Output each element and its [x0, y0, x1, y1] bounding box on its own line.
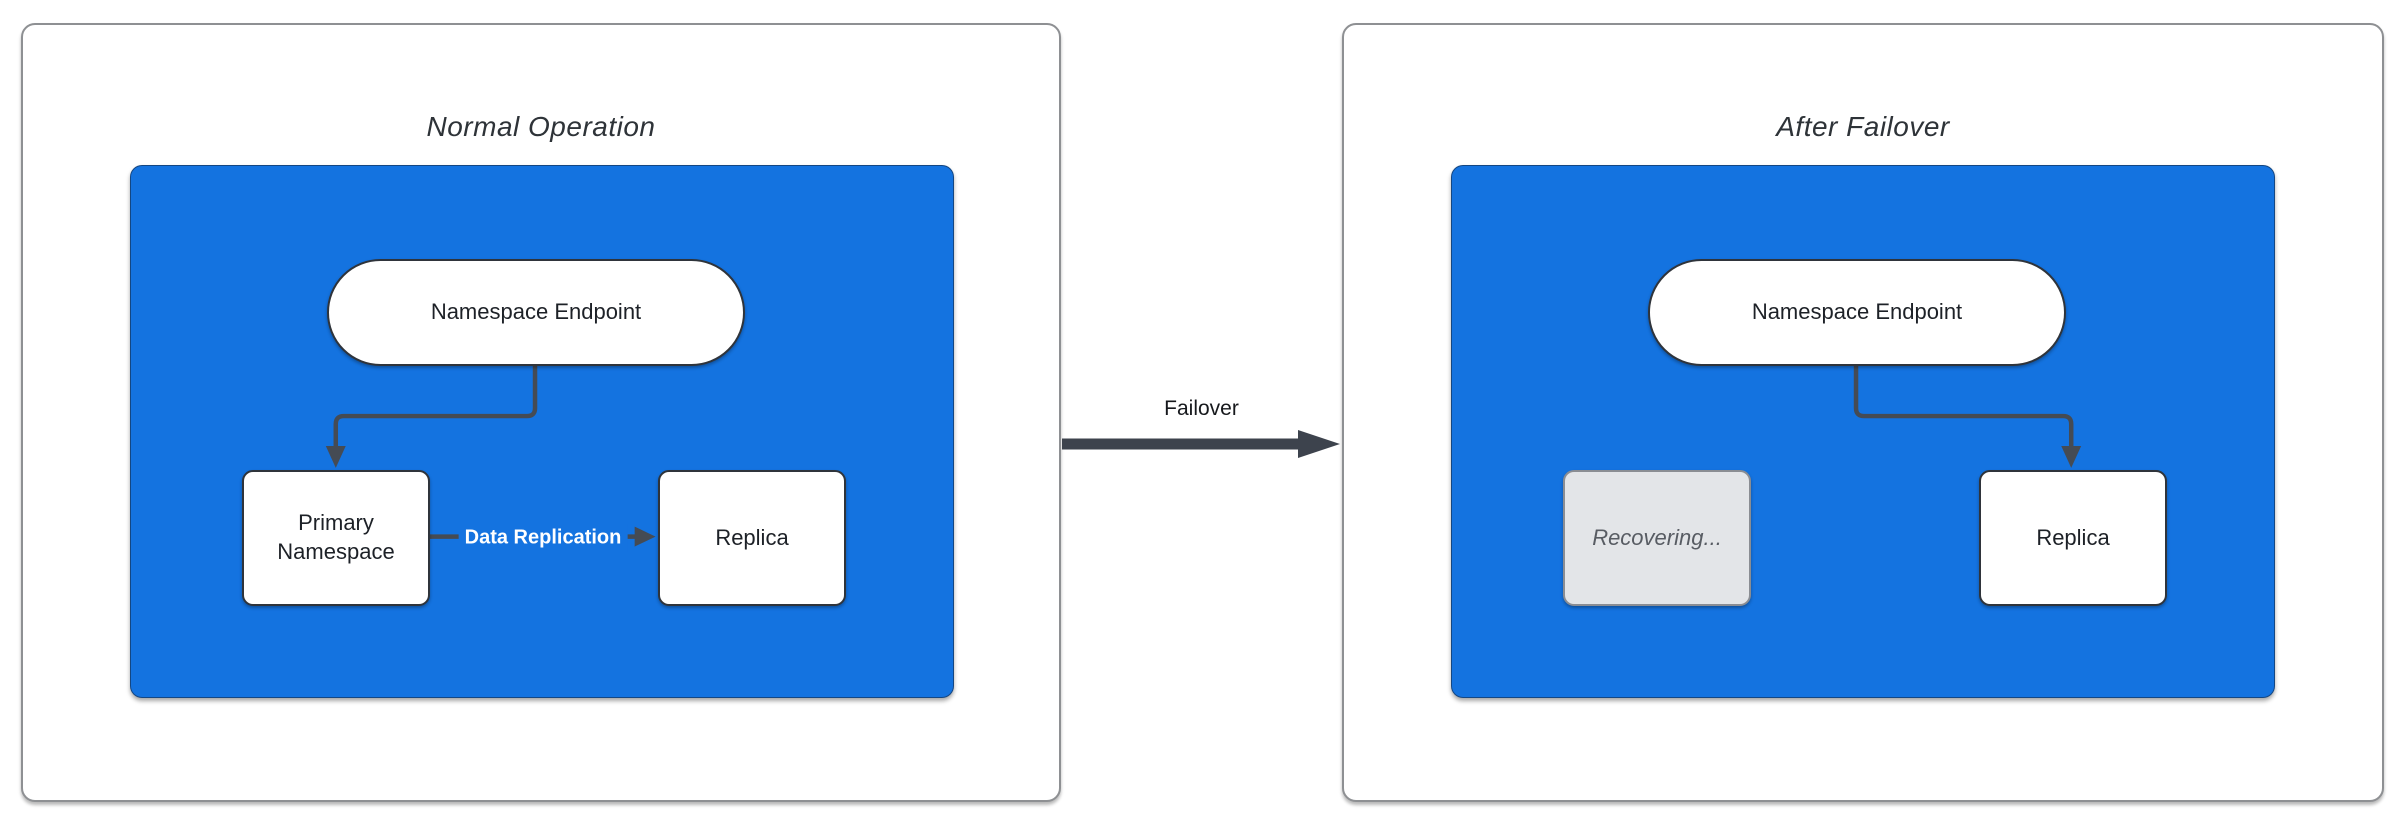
- data-replication-label: Data Replication: [458, 523, 628, 553]
- namespace-container: Namespace Endpoint Recovering... Replica: [1451, 165, 2275, 698]
- replica-label: Replica: [715, 524, 789, 550]
- arrowhead-down-icon: [2061, 445, 2082, 468]
- arrowhead-down-icon: [325, 445, 346, 468]
- replica-label: Replica: [2036, 524, 2110, 550]
- endpoint-to-replica-arrow: [1853, 363, 2074, 450]
- replica-node: Replica: [658, 470, 846, 606]
- panel-title: After Failover: [1776, 111, 1950, 142]
- edge-layer: [1853, 363, 2082, 468]
- namespace-endpoint-node: Namespace Endpoint: [327, 259, 745, 366]
- namespace-endpoint-label: Namespace Endpoint: [430, 299, 642, 325]
- panel-after-failover: After Failover Namespace Endpoint Recove…: [1342, 23, 2384, 802]
- primary-namespace-label: Primary Namespace: [277, 510, 395, 564]
- namespace-endpoint-node: Namespace Endpoint: [1648, 259, 2066, 366]
- recovering-node: Recovering...: [1563, 470, 1751, 606]
- recovering-label: Recovering...: [1592, 524, 1722, 550]
- panel-normal-operation: Normal Operation Namespace Endpoint Prim…: [21, 23, 1061, 802]
- endpoint-to-primary-arrow: [333, 363, 538, 450]
- failover-edge: Failover: [1061, 386, 1342, 482]
- replica-node: Replica: [1979, 470, 2167, 606]
- panel-title: Normal Operation: [426, 111, 656, 142]
- arrowhead-right-icon: [1298, 430, 1340, 458]
- arrowhead-right-icon: [634, 526, 656, 547]
- primary-namespace-node: Primary Namespace: [242, 470, 430, 606]
- namespace-container: Namespace Endpoint Primary Namespace Rep…: [130, 165, 954, 698]
- failover-label: Failover: [1164, 397, 1239, 420]
- namespace-endpoint-label: Namespace Endpoint: [1751, 299, 1963, 325]
- edge-layer: [325, 363, 656, 547]
